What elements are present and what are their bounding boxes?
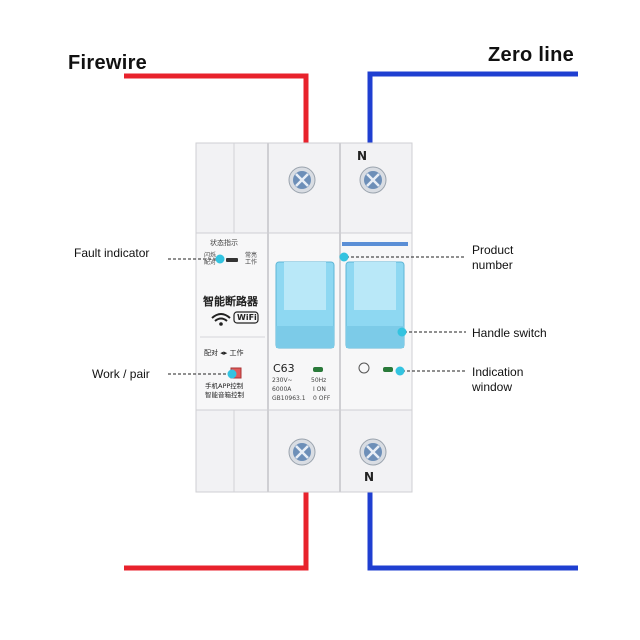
wifi-badge-text: WiFi — [237, 313, 257, 322]
status-title: 状态指示 — [210, 239, 238, 247]
terminal-bottom-marking: N — [364, 470, 375, 484]
fault-indicator-dot — [215, 254, 225, 264]
certification-mark-icon — [358, 362, 370, 374]
handle-switch-right[interactable] — [345, 261, 405, 349]
product-number-dot — [339, 252, 349, 262]
work-pair-label: Work / pair — [92, 367, 150, 381]
status-left-1: 闪烁 — [204, 252, 217, 259]
screw-top-left-icon — [288, 166, 316, 194]
handle-switch-dot — [397, 327, 407, 337]
screw-bottom-left-icon — [288, 438, 316, 466]
indication-window-right — [383, 367, 393, 372]
work-pair-dot — [227, 369, 237, 379]
firewire-top — [124, 73, 309, 146]
pair-work-text: 配对 ◂▸ 工作 — [204, 349, 244, 357]
status-right-2: 工作 — [245, 259, 258, 266]
standard-text: GB10963.1 — [272, 395, 306, 402]
voltage-text: 230V~ — [272, 377, 293, 384]
handle-switch-left[interactable] — [275, 261, 335, 349]
capacity-text: 6000A — [272, 386, 292, 393]
status-right-1: 常亮 — [245, 252, 258, 259]
screw-bottom-right-icon — [359, 438, 387, 466]
indication-window-left — [313, 367, 323, 372]
firewire-bottom — [124, 490, 309, 571]
product-number-label-1: Product — [472, 243, 514, 257]
status-left-2: 配对 — [204, 259, 217, 266]
wifi-icon — [211, 313, 231, 326]
screw-top-right-icon — [359, 166, 387, 194]
terminal-top-marking: N — [357, 149, 368, 163]
app-control-text: 手机APP控制 — [205, 382, 244, 390]
model-text: C63 — [273, 362, 295, 375]
zero-line-label: Zero line — [488, 44, 575, 66]
fault-indicator-label: Fault indicator — [74, 246, 150, 260]
frequency-text: 50Hz — [311, 377, 327, 384]
handle-switch-label: Handle switch — [472, 326, 547, 340]
wifi-badge-frame — [233, 311, 259, 324]
indication-window-dot — [395, 366, 405, 376]
on-text: I ON — [313, 386, 326, 393]
brand-text: 智能断路器 — [203, 295, 258, 308]
voice-control-text: 智能音箱控制 — [205, 391, 244, 399]
zero-line-bottom — [367, 490, 578, 571]
indication-window-label-2: window — [472, 380, 513, 394]
firewire-label: Firewire — [68, 52, 148, 74]
product-number-label-2: number — [472, 258, 513, 272]
zero-line-top — [367, 71, 578, 146]
fault-indicator-led — [226, 258, 238, 262]
indication-window-label-1: Indication — [472, 365, 524, 379]
product-number-strip — [342, 242, 408, 246]
off-text: 0 OFF — [313, 395, 331, 402]
